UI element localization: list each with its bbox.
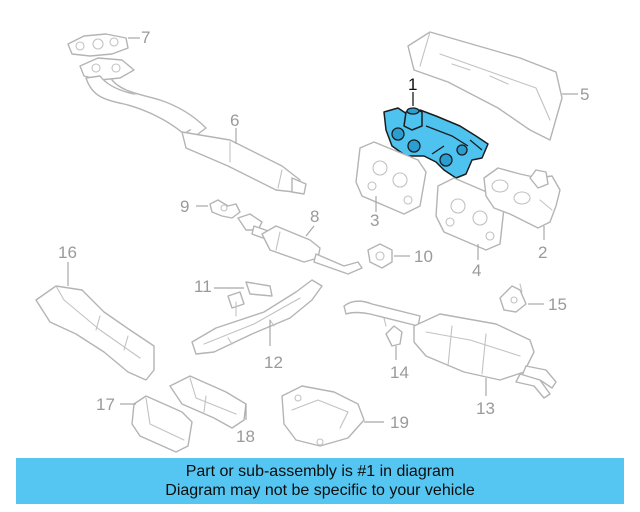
banner-line-1: Part or sub-assembly is #1 in diagram bbox=[185, 463, 455, 480]
callout-16: 16 bbox=[58, 243, 77, 262]
callout-17: 17 bbox=[96, 395, 115, 414]
part-14-hanger bbox=[383, 317, 403, 347]
callout-5: 5 bbox=[580, 85, 589, 104]
part-9-clamp bbox=[209, 199, 241, 219]
part-15-bracket bbox=[499, 283, 527, 313]
callout-18: 18 bbox=[236, 427, 255, 446]
info-banner: Part or sub-assembly is #1 in diagram Di… bbox=[16, 458, 624, 504]
part-12-heat-shield bbox=[191, 279, 323, 355]
callout-13: 13 bbox=[476, 399, 495, 418]
callout-10: 10 bbox=[414, 247, 433, 266]
part-8-center-pipe bbox=[237, 213, 363, 275]
callout-4: 4 bbox=[472, 261, 481, 280]
part-17-heat-shield bbox=[131, 395, 193, 453]
part-19-heat-shield bbox=[281, 385, 365, 447]
part-7-gasket bbox=[67, 33, 129, 57]
part-18-heat-shield bbox=[169, 375, 247, 429]
part-6-front-pipe bbox=[79, 57, 307, 195]
part-13-muffler bbox=[343, 300, 557, 399]
part-2-exhaust-manifold bbox=[483, 167, 561, 229]
part-5-heat-shield bbox=[407, 31, 563, 141]
part-3-manifold-gasket bbox=[355, 141, 427, 215]
callout-19: 19 bbox=[390, 413, 409, 432]
callout-15: 15 bbox=[548, 295, 567, 314]
part-10-hanger bbox=[367, 243, 393, 269]
callout-6: 6 bbox=[230, 111, 239, 130]
callout-3: 3 bbox=[370, 211, 379, 230]
callout-14: 14 bbox=[390, 363, 409, 382]
banner-line-2: Diagram may not be specific to your vehi… bbox=[165, 482, 475, 499]
callout-2: 2 bbox=[538, 243, 547, 262]
callout-8: 8 bbox=[310, 207, 319, 226]
part-1-exhaust-manifold bbox=[383, 107, 489, 179]
exploded-parts-diagram: 7 6 5 1 bbox=[35, 28, 589, 453]
callout-7: 7 bbox=[141, 28, 150, 47]
callout-1: 1 bbox=[408, 75, 417, 94]
part-16-heat-shield bbox=[35, 285, 155, 381]
callout-12: 12 bbox=[264, 353, 283, 372]
callout-11: 11 bbox=[194, 277, 212, 296]
part-11-bracket bbox=[227, 281, 273, 317]
callout-9: 9 bbox=[180, 197, 189, 216]
